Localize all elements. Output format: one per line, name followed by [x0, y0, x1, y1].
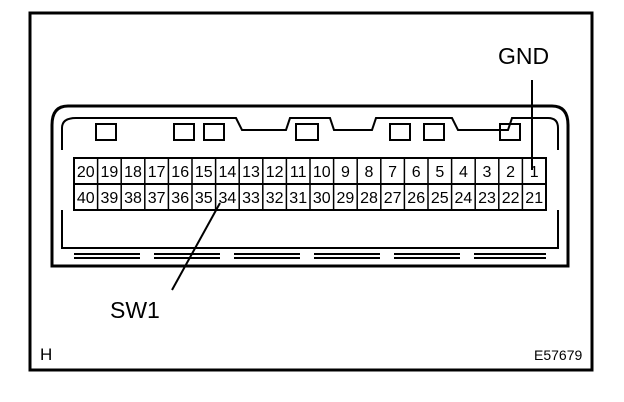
pin-number-4: 4 — [459, 164, 468, 181]
connector-inner-outline — [61, 117, 559, 150]
pin-number-24: 24 — [455, 190, 473, 207]
pin-number-38: 38 — [124, 190, 142, 207]
pin-number-7: 7 — [388, 164, 397, 181]
pin-number-25: 25 — [431, 190, 449, 207]
pin-number-1: 1 — [530, 164, 539, 181]
pin-number-23: 23 — [478, 190, 496, 207]
pin-number-37: 37 — [148, 190, 166, 207]
pin-number-35: 35 — [195, 190, 213, 207]
housing-ridges — [74, 253, 546, 259]
pin-number-5: 5 — [435, 164, 444, 181]
pin-number-29: 29 — [337, 190, 355, 207]
pin-number-32: 32 — [266, 190, 284, 207]
pin-number-21: 21 — [525, 190, 543, 207]
connector-inner-base — [61, 210, 559, 249]
pin-number-33: 33 — [242, 190, 260, 207]
connector-housing — [50, 104, 570, 268]
pin-number-39: 39 — [101, 190, 119, 207]
pin-number-36: 36 — [171, 190, 189, 207]
pin-number-10: 10 — [313, 164, 331, 181]
pin-number-34: 34 — [219, 190, 237, 207]
sw1-leader-line — [171, 202, 221, 291]
pin-number-31: 31 — [289, 190, 307, 207]
pin-number-3: 3 — [483, 164, 492, 181]
pin-number-30: 30 — [313, 190, 331, 207]
pin-number-9: 9 — [341, 164, 350, 181]
pin-number-18: 18 — [124, 164, 142, 181]
latch-window — [423, 123, 445, 141]
pin-number-22: 22 — [502, 190, 520, 207]
pin-number-12: 12 — [266, 164, 284, 181]
latch-window — [295, 123, 319, 141]
pin-number-13: 13 — [242, 164, 260, 181]
pin-number-8: 8 — [365, 164, 374, 181]
corner-label: H — [40, 345, 52, 364]
gnd-callout-label: GND — [498, 43, 549, 69]
pin-number-16: 16 — [171, 164, 189, 181]
pin-number-11: 11 — [290, 164, 307, 181]
latch-window — [389, 123, 411, 141]
pin-number-28: 28 — [360, 190, 378, 207]
latch-window — [173, 123, 195, 141]
pin-number-20: 20 — [77, 164, 95, 181]
pin-number-26: 26 — [407, 190, 425, 207]
latch-window — [203, 123, 225, 141]
latch-window — [499, 123, 521, 141]
pin-number-19: 19 — [101, 164, 119, 181]
diagram-frame — [28, 11, 594, 372]
latch-window — [95, 123, 117, 141]
pin-number-17: 17 — [148, 164, 166, 181]
pin-number-40: 40 — [77, 190, 95, 207]
pin-number-6: 6 — [412, 164, 421, 181]
sw1-callout-label: SW1 — [110, 297, 160, 323]
pin-number-15: 15 — [195, 164, 213, 181]
pin-number-2: 2 — [506, 164, 515, 181]
pin-number-14: 14 — [219, 164, 237, 181]
figure-code: E57679 — [534, 347, 582, 363]
pin-number-27: 27 — [384, 190, 402, 207]
